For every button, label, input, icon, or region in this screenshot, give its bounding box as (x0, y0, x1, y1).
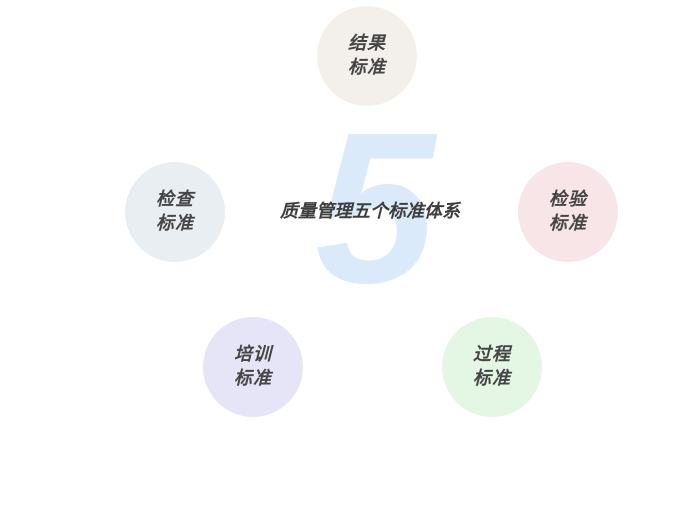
node-training-standard: 培训 标准 (203, 317, 303, 417)
background-number-five: 5 (315, 87, 435, 328)
node-label-line1: 培训 (234, 344, 272, 365)
node-label-line2: 标准 (156, 213, 194, 234)
node-label-line2: 标准 (549, 213, 587, 234)
node-verification-standard: 检验 标准 (518, 162, 618, 262)
center-title: 质量管理五个标准体系 (280, 201, 460, 222)
node-label-line2: 标准 (473, 368, 511, 389)
node-label-line2: 标准 (348, 57, 386, 78)
node-label-line1: 检查 (156, 189, 194, 210)
node-result-standard: 结果 标准 (317, 6, 417, 106)
node-label-line1: 结果 (348, 33, 386, 54)
node-inspection-standard: 检查 标准 (125, 162, 225, 262)
node-label-line1: 检验 (549, 189, 587, 210)
node-label-line2: 标准 (234, 368, 272, 389)
node-label-line1: 过程 (473, 344, 511, 365)
node-process-standard: 过程 标准 (442, 317, 542, 417)
